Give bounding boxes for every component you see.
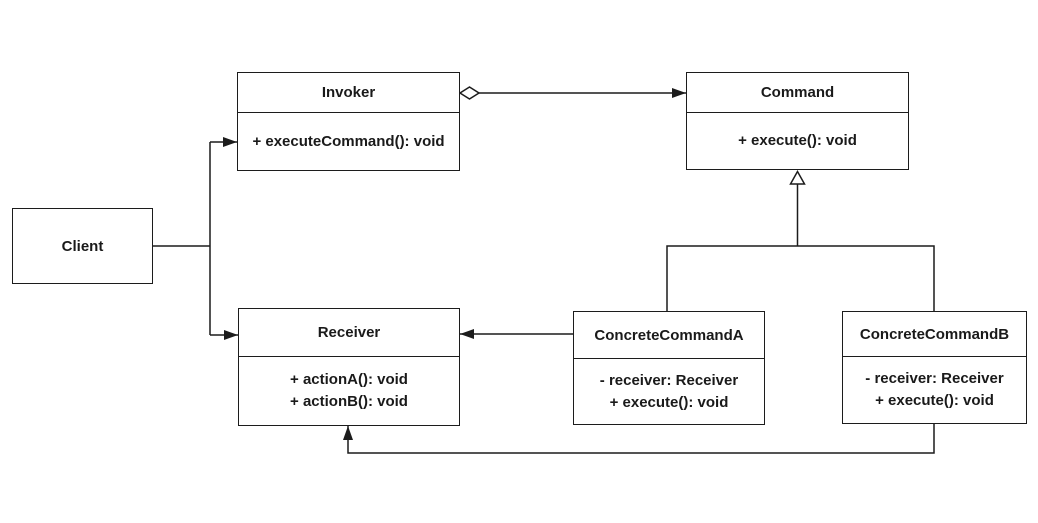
class-members: - receiver: Receiver + execute(): void [574,359,764,424]
class-box-concrete-command-b: ConcreteCommandB - receiver: Receiver + … [842,311,1027,424]
edge-generalization-command [666,169,935,311]
class-member: + actionA(): void [290,371,408,388]
class-member: - receiver: Receiver [865,370,1004,387]
class-title: Invoker [238,73,459,113]
edge-line [666,245,935,311]
class-members: + actionA(): void + actionB(): void [239,357,459,425]
class-member: + executeCommand(): void [252,132,445,150]
class-box-concrete-command-a: ConcreteCommandA - receiver: Receiver + … [573,311,765,425]
aggregation-diamond-icon [458,86,481,100]
class-title: ConcreteCommandB [843,312,1026,357]
class-members: + executeCommand(): void [238,113,459,170]
class-box-client: Client [12,208,153,284]
class-member: + execute(): void [738,132,857,149]
class-member: + execute(): void [609,393,729,411]
class-title: ConcreteCommandA [574,312,764,359]
class-title: Receiver [239,309,459,357]
edge-ccb-receiver [343,424,935,454]
class-box-receiver: Receiver + actionA(): void + actionB(): … [238,308,460,426]
class-box-invoker: Invoker + executeCommand(): void [237,72,460,171]
edge-client-associations [153,137,238,340]
class-member: + actionB(): void [290,393,408,410]
edge-invoker-command-aggregation [458,86,686,100]
class-member: - receiver: Receiver [599,371,739,389]
class-box-command: Command + execute(): void [686,72,909,170]
class-title: Client [61,237,104,255]
class-member: + execute(): void [875,392,994,409]
class-members: + execute(): void [687,113,908,169]
class-title: Command [687,73,908,113]
generalization-triangle-icon [789,169,806,185]
edge-line [343,424,935,454]
class-members: - receiver: Receiver + execute(): void [843,357,1026,423]
